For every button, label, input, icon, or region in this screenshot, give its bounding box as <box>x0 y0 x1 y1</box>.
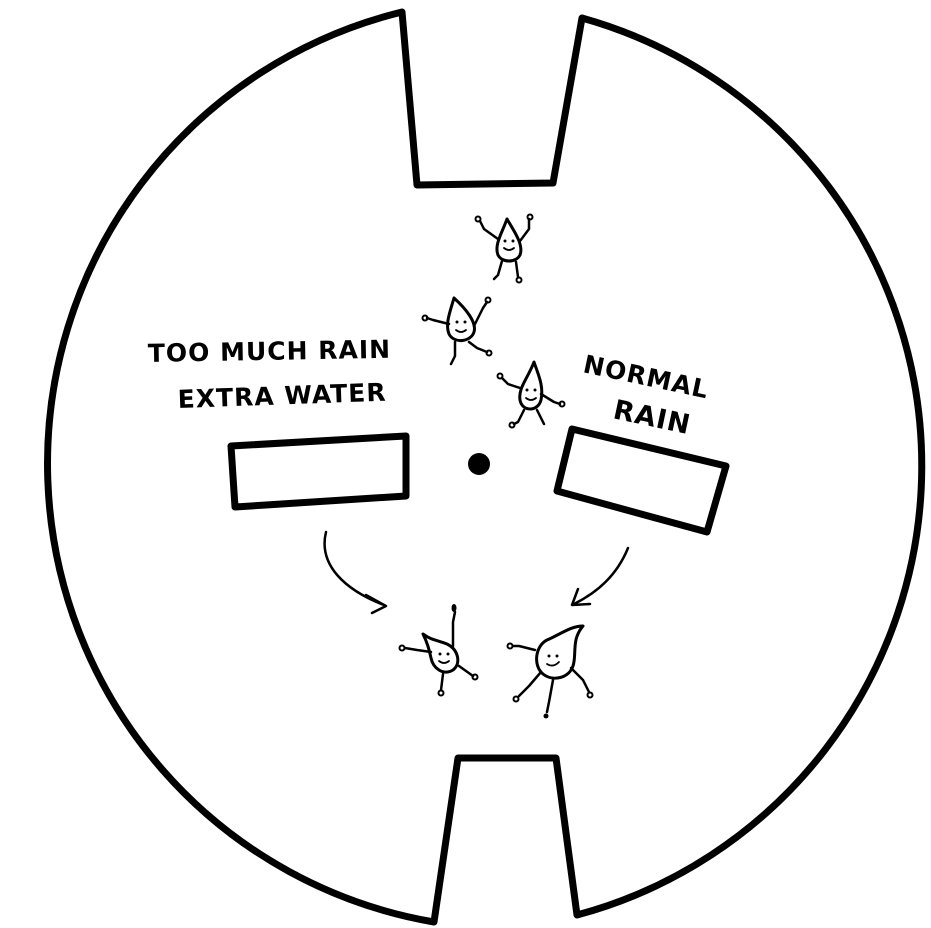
raindrop-figure-icon <box>423 298 492 365</box>
label-extra-water: EXTRA WATER <box>177 378 387 414</box>
raindrop-figure-icon <box>476 215 533 283</box>
raindrop-figure-icon <box>498 362 565 428</box>
raindrop-figure-icon <box>400 604 478 696</box>
arrow-icon-left <box>325 532 386 613</box>
label-too-much-rain: TOO MUCH RAIN <box>148 335 392 368</box>
window-normal-rain <box>557 429 726 532</box>
raindrop-figure-icon <box>508 626 593 719</box>
label-normal: NORMAL <box>581 350 712 405</box>
arrow-icon-right <box>572 548 628 605</box>
window-too-much-rain <box>231 436 406 507</box>
pivot-hole-icon <box>468 453 490 475</box>
label-rain: RAIN <box>611 395 694 442</box>
